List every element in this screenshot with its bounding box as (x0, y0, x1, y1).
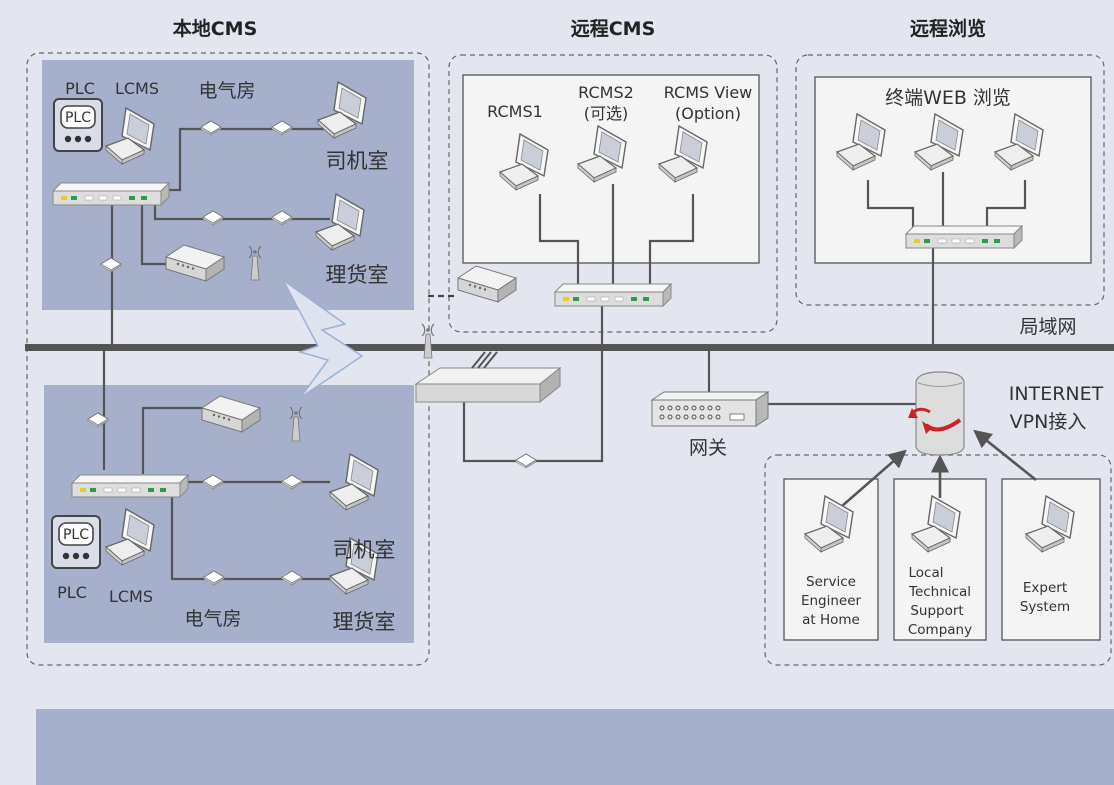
internet-label: INTERNET (1009, 383, 1104, 405)
client-label-line: at Home (802, 612, 860, 628)
local-switch-top (52, 182, 170, 206)
client-label-line: Service (806, 574, 856, 590)
lan-backbone (25, 344, 1114, 351)
lcms-label-bottom: LCMS (109, 587, 153, 606)
vpn-arrows (833, 429, 1037, 514)
core-switch (414, 351, 562, 404)
electrical-room-label-bottom: 电气房 (184, 608, 241, 630)
rcms2-label: RCMS2 (578, 83, 634, 102)
vpn-access-label: VPN接入 (1010, 411, 1087, 433)
vpn-server (908, 371, 965, 456)
client-label-line: Engineer (801, 593, 862, 609)
cargo-room-label-top: 理货室 (326, 263, 389, 287)
rcms2-optional-label: (可选) (584, 104, 629, 123)
electrical-room-label-top: 电气房 (198, 80, 255, 102)
local-cms-boundary (26, 52, 430, 666)
local-switch-bottom (71, 474, 189, 498)
lan-label: 局域网 (1019, 316, 1076, 338)
local-support-label: Local Technical Support Company (908, 565, 972, 638)
remote-switch (554, 283, 672, 307)
bottom-band (36, 709, 1114, 785)
web-browse-label: 终端WEB 浏览 (885, 87, 1011, 109)
vpn-clients-boundary (764, 454, 1112, 666)
browse-switch (905, 225, 1023, 249)
cargo-room-label-bottom: 理货室 (333, 610, 396, 634)
lcms-label-top: LCMS (115, 79, 159, 98)
gateway-label: 网关 (689, 437, 727, 459)
local-cms-title: 本地CMS (173, 17, 258, 40)
client-label-line: Company (908, 622, 972, 638)
driver-room-label-top: 司机室 (326, 149, 389, 173)
plc-label-top: PLC (65, 79, 95, 98)
plc-device-label-bottom: PLC (63, 527, 89, 543)
rcms1-label: RCMS1 (487, 102, 543, 121)
rcms-view-option-label: (Option) (675, 104, 741, 123)
client-label-line: Technical (908, 584, 971, 600)
service-engineer-label: Service Engineer at Home (801, 574, 862, 628)
remote-browse-title: 远程浏览 (910, 17, 986, 40)
plc-label-bottom: PLC (57, 583, 87, 602)
client-label-line: System (1020, 599, 1070, 615)
remote-browse-boundary (795, 54, 1105, 306)
expert-system-label: Expert System (1020, 580, 1070, 615)
wireless-link-bolt (282, 279, 364, 399)
client-label-line: Expert (1023, 580, 1067, 596)
plc-device-label-top: PLC (65, 110, 91, 126)
client-label-line: Local (909, 565, 944, 581)
client-label-line: Support (910, 603, 963, 619)
remote-cms-title: 远程CMS (571, 18, 656, 40)
rcms-view-label: RCMS View (664, 83, 753, 102)
gateway-router (650, 391, 770, 427)
driver-room-label-bottom: 司机室 (333, 538, 396, 562)
